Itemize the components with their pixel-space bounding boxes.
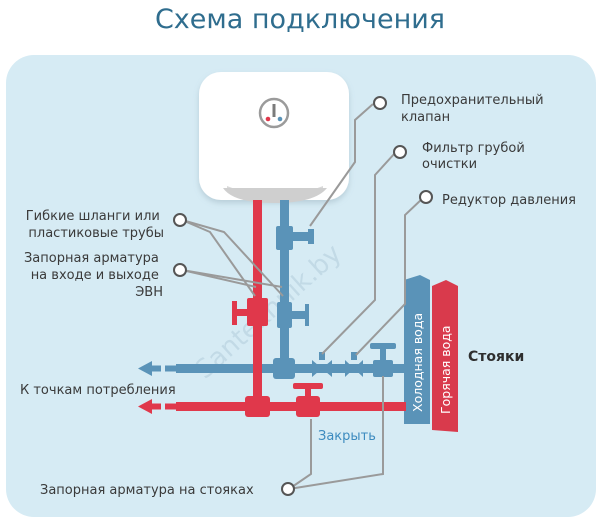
close-label: Закрыть [318,429,376,444]
coarse-filter-label: Фильтр грубой очистки [422,141,529,172]
water-heater-icon [199,72,349,203]
shutoff-risers-label: Запорная арматура на стояках [40,483,254,498]
pressure-reducer-label: Редуктор давления [442,193,576,208]
watermark: Santekhnik.by [190,239,348,385]
cold-water-riser: Холодная вода [404,275,430,424]
arrow-left-icon [138,361,176,376]
hot-water-label: Горячая вода [438,325,453,414]
diagram-title: Схема подключения [154,4,446,35]
cold-water-pipe [176,200,406,379]
hot-water-pipe [176,200,406,417]
arrow-left-icon [138,399,176,414]
to-consumers-label: К точкам потребления [20,383,176,398]
hot-water-riser: Горячая вода [432,280,458,432]
leader-dots [173,96,433,496]
safety-valve-label: Предохранительный клапан [401,93,548,125]
flexible-hoses-label: Гибкие шланги или пластиковые трубы [26,209,164,241]
risers-label: Стояки [468,349,524,365]
cold-water-label: Холодная вода [410,313,425,412]
shutoff-inlet-outlet-label: Запорная арматура на входе и выходе ЭВН [24,251,163,300]
leader-lines [181,103,424,490]
